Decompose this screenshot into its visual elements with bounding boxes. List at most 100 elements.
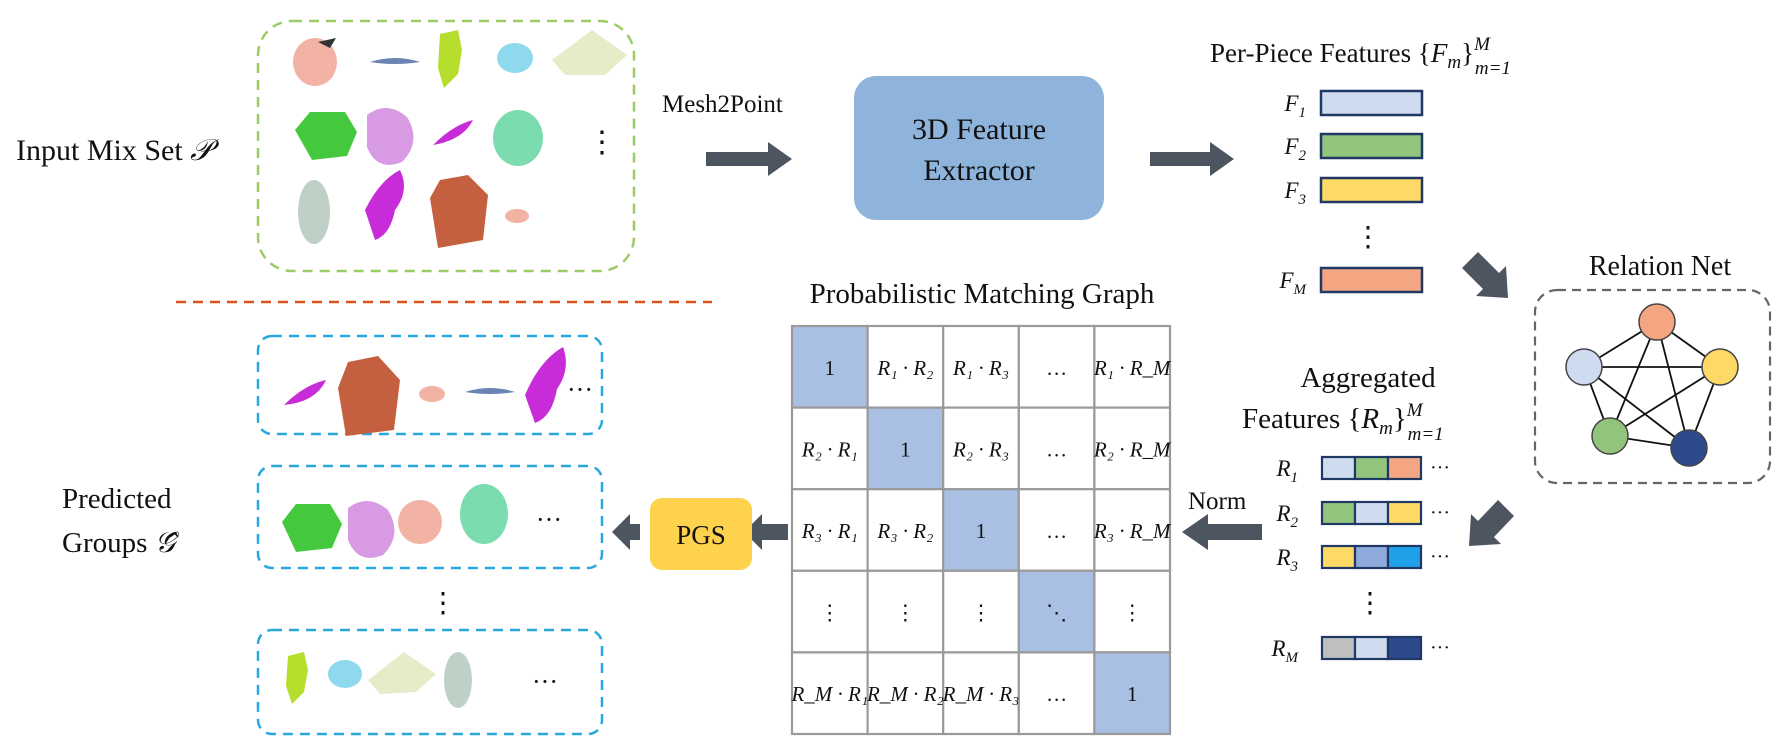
matrix-cell-text-4-4: ⋱ bbox=[1046, 601, 1067, 625]
pgs-to-groups-arrow bbox=[612, 514, 640, 550]
matrix-cell-text-2-3: R₂ · R₃ bbox=[952, 437, 1009, 461]
aggregated-segment-2-2 bbox=[1353, 500, 1390, 526]
matrix-cell-3-3 bbox=[942, 488, 1020, 572]
matrix-cell-5-1 bbox=[790, 651, 869, 736]
piece-terracotta bbox=[430, 175, 488, 248]
matrix-cell-3-1 bbox=[790, 488, 869, 572]
aggregated-more-3: ··· bbox=[1430, 546, 1450, 568]
matrix-cell-5-5 bbox=[1093, 651, 1172, 736]
matrix-cell-4-5 bbox=[1093, 569, 1172, 654]
predicted-group-2: ··· bbox=[256, 464, 604, 570]
matrix-cell-text-5-1: R_M · R₁ bbox=[790, 682, 868, 706]
matrix-cell-text-1-3: R₁ · R₃ bbox=[952, 356, 1009, 380]
predicted-group-3: ··· bbox=[256, 628, 604, 736]
matrix-cell-4-2 bbox=[866, 569, 945, 654]
piece-shapes: ⋮ bbox=[293, 30, 627, 248]
piece-plate bbox=[368, 652, 436, 694]
piece-blue-arc bbox=[370, 58, 420, 64]
piece-violet bbox=[367, 107, 414, 165]
matrix-cell-1-5 bbox=[1093, 324, 1172, 409]
aggregated-more-2: ··· bbox=[1430, 502, 1450, 524]
matrix-cell-5-2 bbox=[866, 651, 945, 736]
norm-arrow bbox=[1182, 514, 1262, 550]
feature-bar-2 bbox=[1319, 132, 1424, 160]
matrix-cell-text-1-1: 1 bbox=[825, 356, 836, 380]
matrix-cell-text-4-3: ⋮ bbox=[971, 601, 992, 625]
aggregated-segment-1-3 bbox=[1386, 455, 1423, 481]
matrix-cell-text-5-3: R_M · R₃ bbox=[942, 682, 1020, 706]
aggregated-label-2: R2 bbox=[1275, 501, 1298, 531]
piece-blue-arc bbox=[465, 388, 515, 394]
aggregated-segment-2-3 bbox=[1386, 500, 1423, 526]
matrix-cell-text-1-5: R₁ · R_M bbox=[1093, 356, 1172, 380]
relation-node-4 bbox=[1591, 417, 1629, 455]
aggregated-label-1: R1 bbox=[1275, 456, 1298, 486]
matrix-cell-text-3-5: R₃ · R_M bbox=[1093, 519, 1172, 543]
matrix-cell-3-5 bbox=[1093, 488, 1172, 572]
piece-magenta-big bbox=[365, 170, 404, 240]
input-mix-set: Input Mix Set 𝒫 ⋮ bbox=[16, 19, 636, 273]
piece-magenta-big bbox=[525, 347, 566, 423]
piece-cyan bbox=[328, 660, 362, 688]
matrix-cell-text-5-5: 1 bbox=[1127, 682, 1138, 706]
matrix-cell-text-2-2: 1 bbox=[900, 437, 911, 461]
matrix-cell-1-1 bbox=[790, 324, 869, 409]
piece-terracotta bbox=[338, 356, 400, 436]
piece-violet bbox=[348, 500, 395, 558]
matrix-to-pgs-arrow bbox=[744, 514, 788, 550]
aggregated-segment-1-2 bbox=[1353, 455, 1390, 481]
piece-cyan bbox=[497, 43, 533, 73]
feature-bar-M bbox=[1319, 266, 1424, 294]
relation-node-3 bbox=[1670, 429, 1708, 467]
feature-bar-3 bbox=[1319, 176, 1424, 204]
group-2-box bbox=[256, 464, 604, 570]
matrix-cell-3-4 bbox=[1017, 488, 1096, 572]
per-piece-vdots: ⋮ bbox=[1354, 222, 1382, 253]
matrix-cell-text-3-1: R₃ · R₁ bbox=[801, 519, 858, 543]
aggregated-label-M: RM bbox=[1270, 636, 1299, 666]
relation-net-box bbox=[1533, 288, 1772, 485]
matrix-cell-text-5-2: R_M · R₂ bbox=[866, 682, 944, 706]
per-piece-label-1: F1 bbox=[1283, 91, 1306, 121]
feature-bar-1 bbox=[1319, 89, 1424, 117]
aggregated-segment-3-1 bbox=[1320, 544, 1357, 570]
relation-net-title: Relation Net bbox=[1589, 251, 1732, 282]
matrix-cell-2-2 bbox=[866, 406, 945, 491]
matrix-cell-text-5-4: … bbox=[1046, 682, 1067, 706]
matrix-cell-text-3-2: R₃ · R₂ bbox=[876, 519, 933, 543]
groups-vdots: ⋮ bbox=[429, 588, 457, 619]
matrix-cell-text-2-4: … bbox=[1046, 437, 1067, 461]
matching-graph-title: Probabilistic Matching Graph bbox=[810, 278, 1155, 310]
matrix-cell-text-3-4: … bbox=[1046, 519, 1067, 543]
matrix-cell-text-4-1: ⋮ bbox=[819, 601, 840, 625]
piece-small-pink bbox=[419, 386, 445, 402]
per-piece-label-M: FM bbox=[1278, 268, 1307, 298]
predicted-line1: Predicted bbox=[62, 483, 172, 515]
per-piece-label-3: F3 bbox=[1283, 178, 1306, 208]
relation-node-5 bbox=[1565, 348, 1603, 386]
group-2-ellipsis: ··· bbox=[536, 505, 562, 534]
relation-net-graph bbox=[1565, 303, 1739, 467]
group-3-ellipsis: ··· bbox=[532, 667, 558, 696]
piece-grey bbox=[444, 652, 472, 708]
aggregated-segment-1-1 bbox=[1320, 455, 1357, 481]
matrix-cell-4-3 bbox=[942, 569, 1020, 654]
aggregated-segment-3-2 bbox=[1353, 544, 1390, 570]
per-piece-label-2: F2 bbox=[1283, 134, 1306, 164]
group-3-box bbox=[256, 628, 604, 736]
extractor-line1: 3D Feature bbox=[912, 113, 1046, 146]
piece-pink-dark bbox=[318, 38, 336, 48]
matrix-cell-4-1 bbox=[790, 569, 869, 654]
aggregated-feature-list: R1···R2···R3···RM··· bbox=[1270, 455, 1450, 666]
matrix-cell-2-5 bbox=[1093, 406, 1172, 491]
aggregated-more-M: ··· bbox=[1430, 637, 1450, 659]
matrix-cell-4-4 bbox=[1017, 569, 1096, 654]
matrix-cell-5-4 bbox=[1017, 651, 1096, 736]
relation-edge bbox=[1583, 366, 1690, 449]
aggregated-label-3: R3 bbox=[1275, 545, 1298, 575]
pgs-label: PGS bbox=[676, 520, 726, 550]
piece-plate bbox=[552, 30, 627, 75]
